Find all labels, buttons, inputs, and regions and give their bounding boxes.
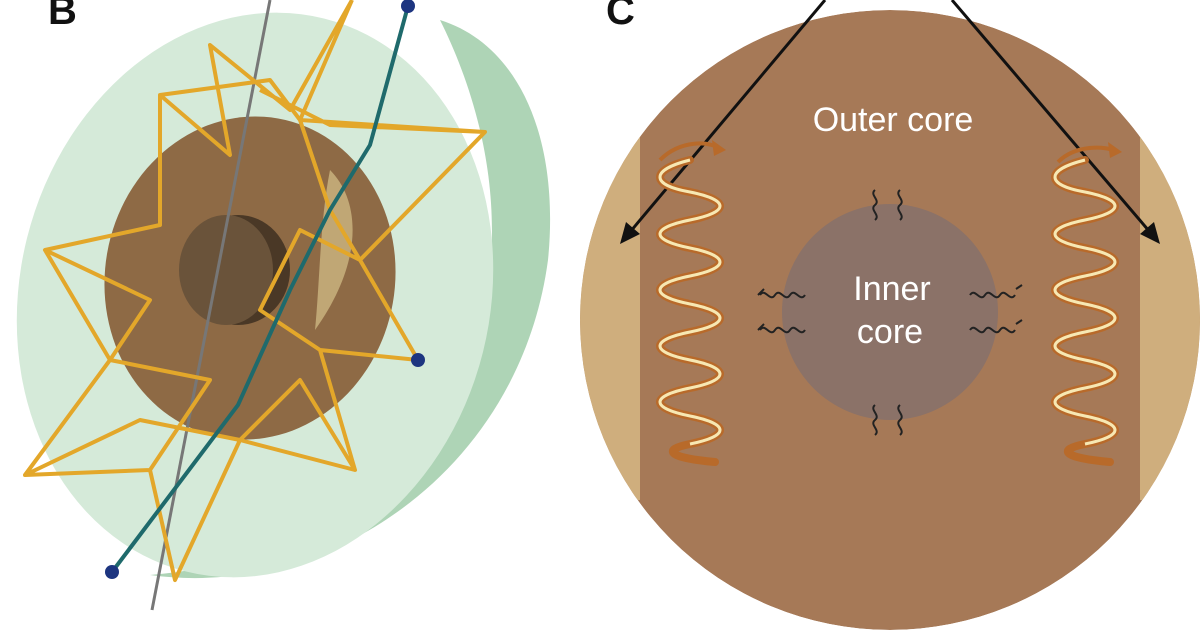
helix-right xyxy=(1051,142,1122,466)
panel-b: B xyxy=(16,0,551,611)
waves-right xyxy=(969,284,1023,334)
tangent-cylinder-left-edge xyxy=(580,10,640,500)
waves-left xyxy=(757,288,806,334)
outer-core-cut-face xyxy=(315,170,353,330)
inner-core-label-line1: Inner xyxy=(853,270,931,308)
station-top xyxy=(401,0,415,13)
outer-core-label: Outer core xyxy=(813,101,974,139)
incoming-arrows xyxy=(623,0,1157,239)
direct-ray xyxy=(110,5,410,574)
panel-c-label: C xyxy=(606,0,635,33)
inner-core-disc xyxy=(782,204,998,420)
mantle-shadow xyxy=(150,20,551,579)
tangent-cylinder-right-edge xyxy=(1140,10,1200,500)
arrow-head-right xyxy=(1140,222,1160,244)
waves-top xyxy=(872,189,903,221)
rotation-axis xyxy=(150,0,272,611)
inner-core-label-line2: core xyxy=(857,313,923,351)
panel-b-label: B xyxy=(48,0,77,33)
helix-left xyxy=(656,140,726,466)
waves-bottom xyxy=(872,404,903,436)
ray-paths xyxy=(23,0,487,582)
station-right xyxy=(411,353,425,367)
station-bottom xyxy=(105,565,119,579)
arrow-head-left xyxy=(620,222,640,244)
panel-c: C xyxy=(580,0,1200,630)
inner-core xyxy=(179,215,273,325)
